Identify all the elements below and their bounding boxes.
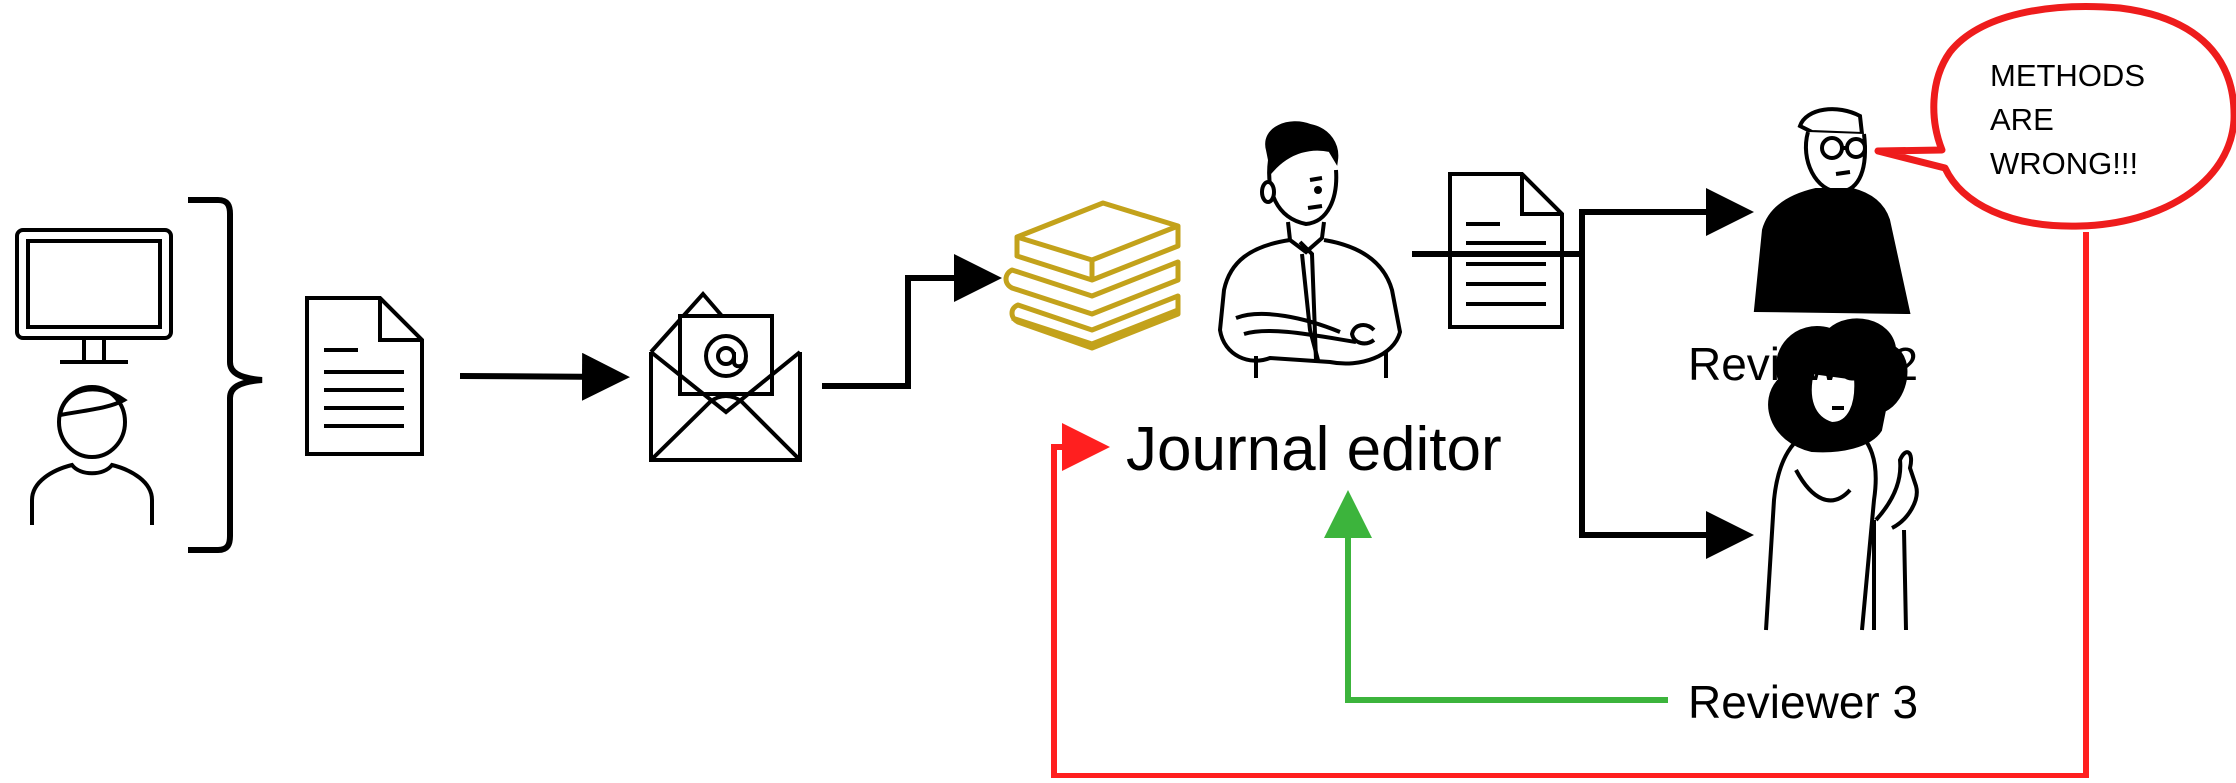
route-to-journal-arrow: [822, 254, 1002, 389]
reviewer-2-label: Reviewer 2: [1688, 338, 1918, 390]
reject-feedback-arrow: [1051, 232, 2089, 779]
speech-bubble-line-3: WRONG!!!: [1990, 146, 2138, 181]
computer-user-icon: [15, 228, 173, 525]
user-icon: [30, 385, 154, 525]
speech-bubble-line-1: METHODS: [1990, 58, 2145, 93]
editor-person-icon: [1217, 121, 1403, 378]
submit-arrow: [459, 352, 630, 401]
speech-bubble: METHODS ARE WRONG!!!: [1874, 3, 2236, 230]
document-icon: [305, 296, 424, 456]
reviewer-woman-icon: [1764, 318, 1919, 631]
books-stack-icon: [1003, 200, 1181, 351]
accept-feedback-arrow: [1324, 490, 1668, 703]
journal-editor-label: Journal editor: [1126, 415, 1502, 484]
monitor-icon: [15, 228, 173, 364]
arrow-to-reviewer-3: [1579, 254, 1754, 559]
reviewer-man-icon: [1753, 107, 1911, 315]
arrow-to-reviewer-2: [1579, 188, 1754, 254]
reviewer-3-label: Reviewer 3: [1688, 676, 1918, 728]
document-icon: [1448, 172, 1564, 329]
grouping-brace: [188, 197, 263, 553]
speech-bubble-line-2: ARE: [1990, 102, 2054, 137]
email-envelope-icon: [649, 290, 802, 462]
